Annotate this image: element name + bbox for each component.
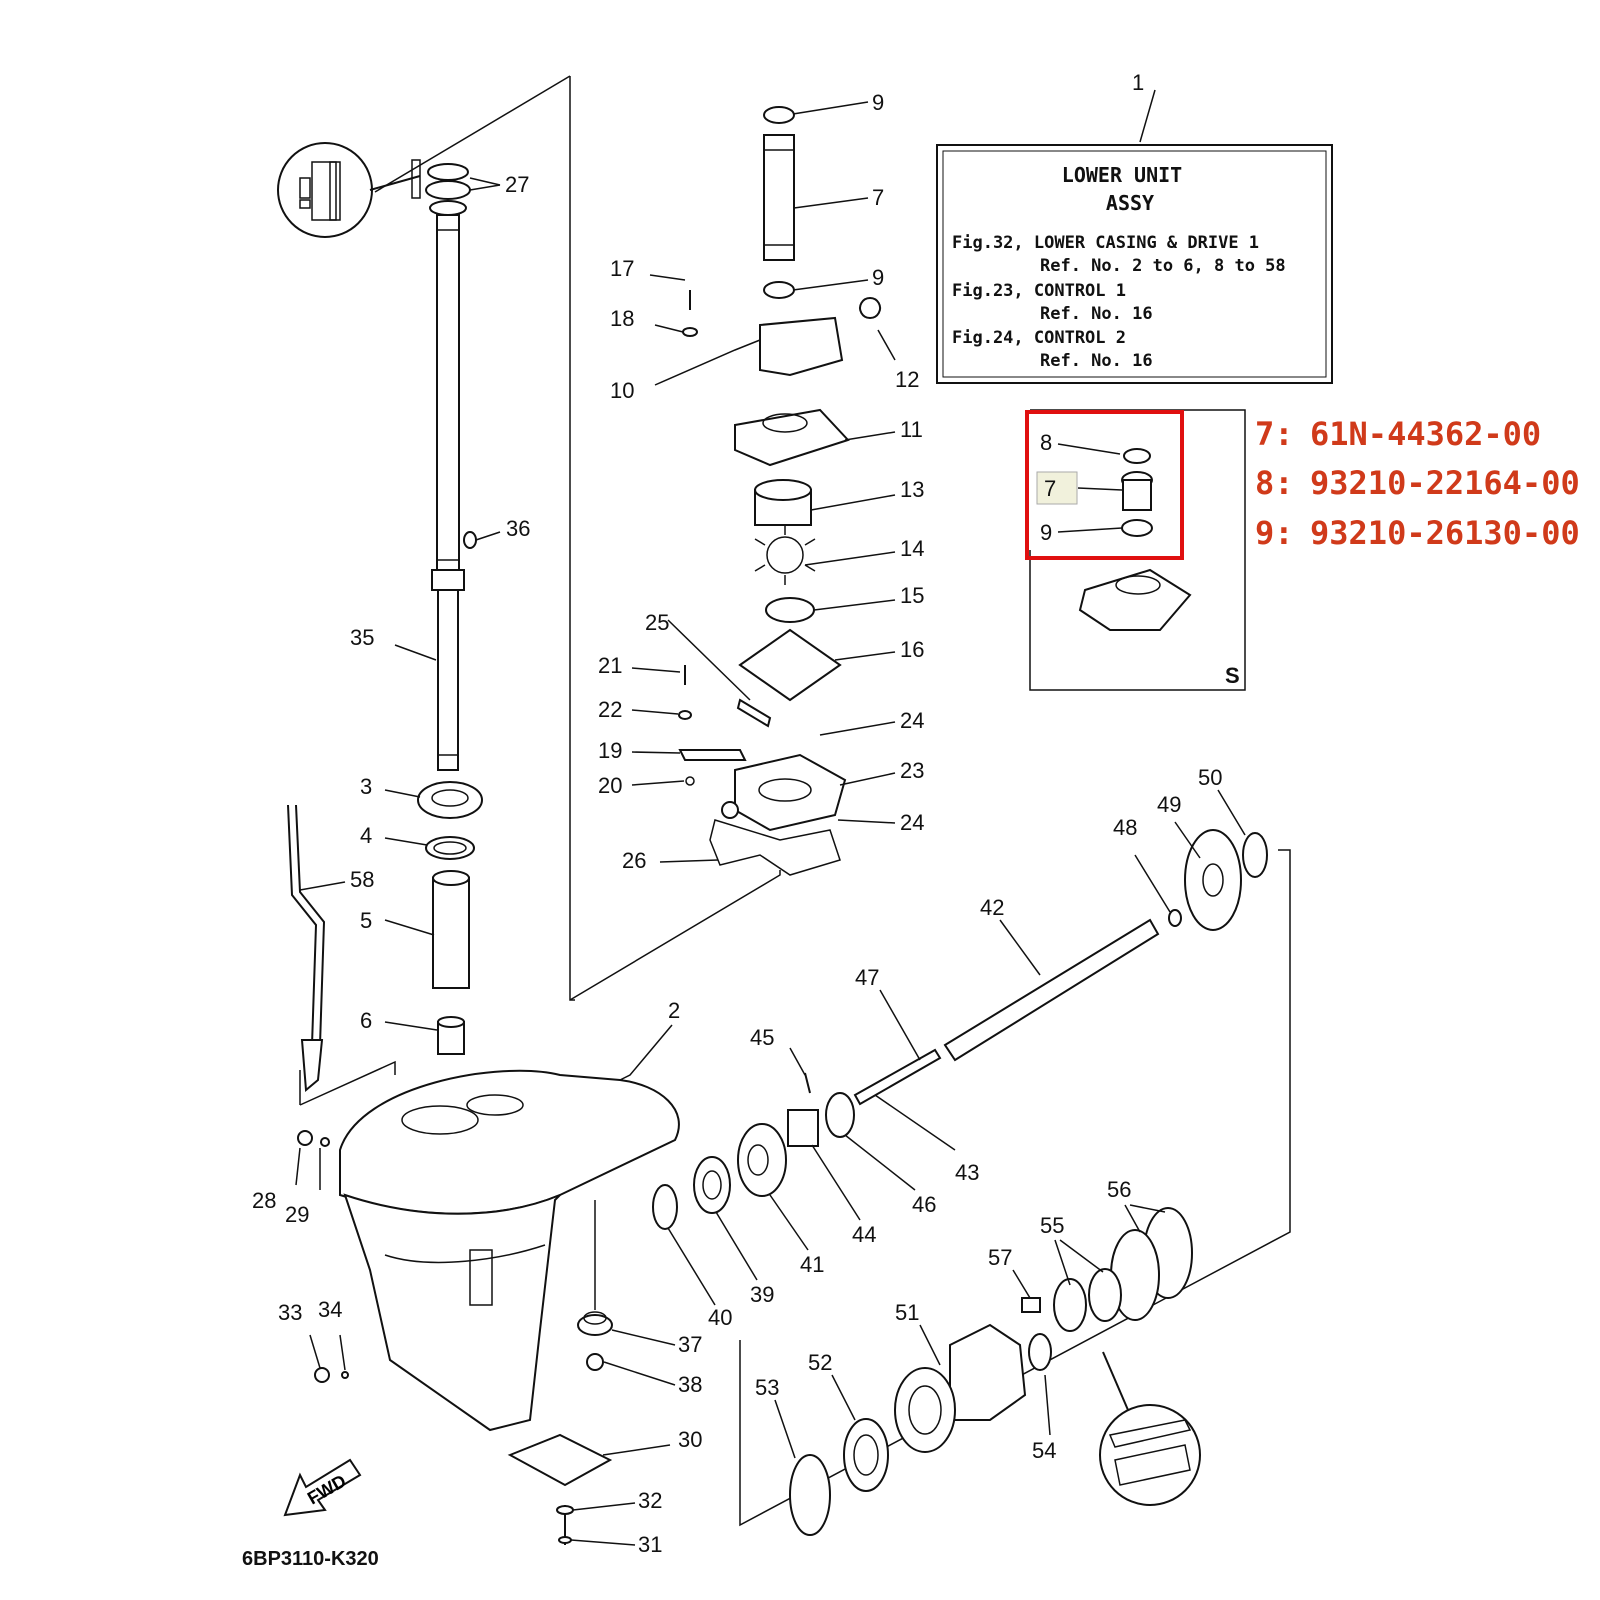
assy-line: Fig.23, CONTROL 1: [952, 281, 1126, 301]
inset-label-9: 9: [1040, 520, 1052, 545]
inset-label-7: 7: [1044, 476, 1056, 501]
callout: 53: [755, 1375, 779, 1400]
shift-rod: [287, 804, 326, 1093]
callout: 43: [955, 1160, 979, 1185]
assy-info-box: 1 LOWER UNIT ASSY Fig.32, LOWER CASING &…: [936, 70, 1333, 384]
callout: 24: [900, 810, 924, 835]
callout: 57: [988, 1245, 1012, 1270]
callout: 15: [900, 583, 924, 608]
callout: 42: [980, 895, 1004, 920]
callout: 18: [610, 306, 634, 331]
callout: 56: [1107, 1177, 1131, 1202]
callout: 19: [598, 738, 622, 763]
callout: 41: [800, 1252, 824, 1277]
water-pump-group: [678, 106, 882, 876]
assy-line: Fig.32, LOWER CASING & DRIVE 1: [952, 233, 1259, 253]
callout: 32: [638, 1488, 662, 1513]
callout: 58: [350, 867, 374, 892]
callout: 20: [598, 773, 622, 798]
callout: 7: [872, 185, 884, 210]
callout: 48: [1113, 815, 1137, 840]
pinion-anode-group: [507, 1200, 613, 1545]
callout: 33: [278, 1300, 302, 1325]
callout: 4: [360, 823, 372, 848]
callout: 47: [855, 965, 879, 990]
part-number-8: 93210-22164-00: [1310, 464, 1580, 502]
part-label-8: 8:: [1255, 464, 1294, 502]
callout: 14: [900, 536, 924, 561]
callout: 12: [895, 367, 919, 392]
callout: 27: [505, 172, 529, 197]
callout: 24: [900, 708, 924, 733]
callout: 25: [645, 610, 669, 635]
callout: 26: [622, 848, 646, 873]
callout: 16: [900, 637, 924, 662]
lower-casing: [297, 1069, 680, 1432]
callout: 31: [638, 1532, 662, 1557]
callout: 29: [285, 1202, 309, 1227]
callout: 23: [900, 758, 924, 783]
assy-line: Ref. No. 16: [1040, 351, 1153, 371]
callout: 2: [668, 998, 680, 1023]
leader-lines: [295, 89, 1246, 1546]
callout: 30: [678, 1427, 702, 1452]
propeller-shaft-group: [652, 829, 1268, 1230]
callout: 46: [912, 1192, 936, 1217]
water-tube-parts: [417, 781, 483, 1055]
callout: 50: [1198, 765, 1222, 790]
callout: 9: [872, 90, 884, 115]
fwd-arrow: FWD: [283, 1458, 362, 1517]
part-number-7: 61N-44362-00: [1310, 415, 1541, 453]
diagram-code: 6BP3110-K320: [242, 1548, 379, 1570]
callout: 36: [506, 516, 530, 541]
callout: 45: [750, 1025, 774, 1050]
assy-ref: 1: [1132, 70, 1144, 95]
callout: 5: [360, 908, 372, 933]
callout: 34: [318, 1297, 342, 1322]
assy-title-1: LOWER UNIT: [1062, 163, 1182, 187]
callout: 3: [360, 774, 372, 799]
callout: 22: [598, 697, 622, 722]
callout: 40: [708, 1305, 732, 1330]
part-number-list: 7: 61N-44362-00 8: 93210-22164-00 9: 932…: [1255, 415, 1580, 552]
callout-labels: 9 7 9 17 18 10 12 11 13 14 15 16 25 21 2…: [252, 90, 1222, 1557]
callout: 21: [598, 653, 622, 678]
assy-line: Ref. No. 16: [1040, 304, 1153, 324]
callout: 11: [900, 417, 923, 442]
part-number-9: 93210-26130-00: [1310, 514, 1580, 552]
inset-detail: 8 7 9 S: [1025, 410, 1240, 688]
callout: 35: [350, 625, 374, 650]
assy-line: Ref. No. 2 to 6, 8 to 58: [1040, 256, 1286, 276]
inset-corner-label: S: [1225, 663, 1240, 688]
callout: 44: [852, 1222, 876, 1247]
callout: 37: [678, 1332, 702, 1357]
callout: 38: [678, 1372, 702, 1397]
callout: 51: [895, 1300, 919, 1325]
inset-label-8: 8: [1040, 430, 1052, 455]
propeller-housing-group: [789, 1207, 1201, 1536]
callout: 55: [1040, 1213, 1064, 1238]
callout: 28: [252, 1188, 276, 1213]
callout: 52: [808, 1350, 832, 1375]
callout: 6: [360, 1008, 372, 1033]
part-label-7: 7:: [1255, 415, 1294, 453]
assy-title-2: ASSY: [1106, 191, 1154, 215]
callout: 39: [750, 1282, 774, 1307]
drive-shaft-group: [277, 142, 477, 771]
callout: 13: [900, 477, 924, 502]
callout: 54: [1032, 1438, 1056, 1463]
assy-line: Fig.24, CONTROL 2: [952, 328, 1126, 348]
callout: 9: [872, 265, 884, 290]
callout: 17: [610, 256, 634, 281]
callout: 10: [610, 378, 634, 403]
part-label-9: 9:: [1255, 514, 1294, 552]
callout: 49: [1157, 792, 1181, 817]
